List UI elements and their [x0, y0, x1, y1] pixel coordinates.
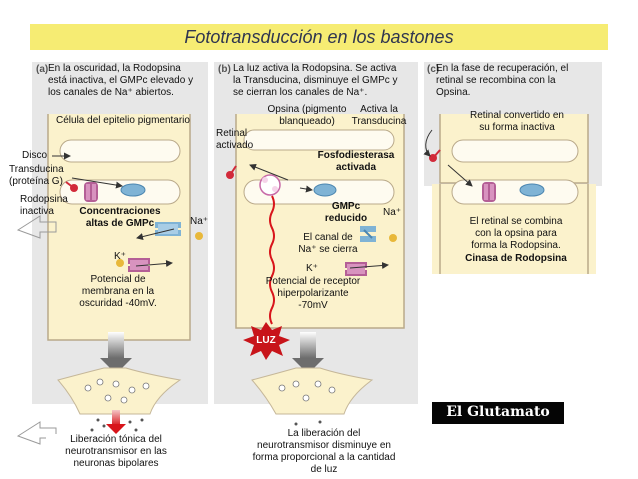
- na-ion-b: [389, 234, 397, 242]
- cinasa-label: Cinasa de Rodopsina: [465, 253, 567, 264]
- luz-label: LUZ: [256, 335, 276, 346]
- na-label-b: Na⁺: [383, 207, 402, 218]
- synaptic-terminal-b: [251, 367, 374, 415]
- released-glutamate-b: [294, 420, 322, 426]
- disc: [59, 139, 181, 163]
- vesicles-b: [278, 380, 336, 402]
- synaptic-terminal-a: [57, 367, 182, 415]
- activated-retinal-b: [226, 165, 237, 179]
- disc: [451, 139, 579, 163]
- active-transducin-b: [313, 183, 337, 197]
- na-label-a: Na⁺: [190, 216, 209, 227]
- release-arrow-a: [112, 410, 120, 426]
- signal-arrow-a: [108, 332, 124, 358]
- na-channel-b: [360, 226, 376, 242]
- glutamato-box: El Glutamato: [432, 402, 564, 424]
- title-bar: Fototransducción en los bastones: [30, 24, 608, 50]
- rhodopsin-a: [65, 181, 98, 202]
- disc: [243, 129, 395, 151]
- hint-arrow: [16, 215, 57, 239]
- glutamato-label: El Glutamato: [446, 404, 550, 420]
- disco-label: Disco: [22, 150, 48, 161]
- released-glutamate-a: [90, 418, 144, 432]
- disc: [59, 179, 181, 205]
- luz-burst: [243, 322, 290, 360]
- panel-c-letter: (c): [427, 64, 440, 75]
- panel-a-letter: (a): [36, 64, 49, 75]
- rhodopsin-c: [482, 182, 496, 202]
- vesicles-a: [84, 378, 150, 404]
- transducin-c: [519, 183, 545, 197]
- k-label-a: K⁺: [114, 251, 126, 262]
- signal-arrow-b: [300, 332, 316, 358]
- hint-arrow: [16, 421, 57, 445]
- na-ion-a: [195, 232, 203, 240]
- k-ion-a: [116, 259, 124, 267]
- k-label-b: K⁺: [306, 263, 318, 274]
- k-channel-a: [128, 258, 150, 272]
- epithelium-label: Célula del epitelio pigmentario: [56, 115, 190, 126]
- page-title: Fototransducción en los bastones: [184, 27, 454, 47]
- transducina-label: Transducina(proteína G): [9, 164, 64, 187]
- light-wave: [269, 195, 275, 325]
- transducin-a: [120, 183, 146, 197]
- inactive-retinal-c: [429, 149, 441, 162]
- disc: [451, 179, 579, 205]
- panel-b-letter: (b): [218, 64, 231, 75]
- na-channel-a: [155, 222, 181, 236]
- bleached-opsin-b: [259, 174, 281, 196]
- k-channel-b: [345, 262, 367, 276]
